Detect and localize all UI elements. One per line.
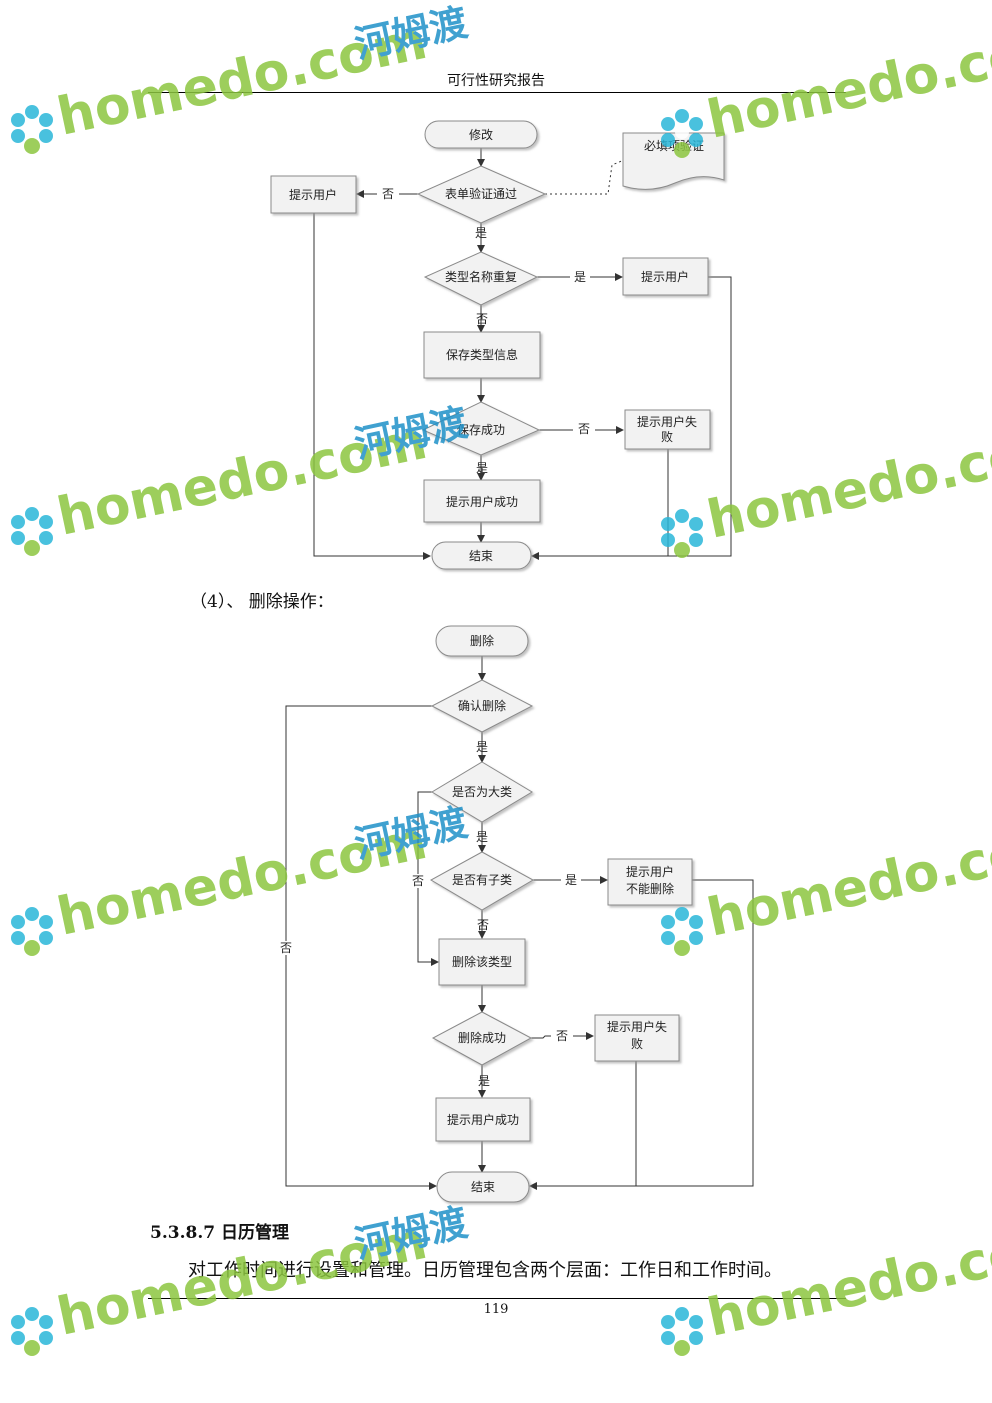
cannot-label-1: 提示用户 <box>626 864 674 879</box>
edge-yes-sub: 是 <box>565 873 577 887</box>
save-ok-label: 保存成功 <box>457 423 505 437</box>
delete-start-label: 删除 <box>470 633 494 648</box>
edge-no-3: 否 <box>578 422 590 436</box>
edge-no-2: 否 <box>476 312 488 326</box>
delete-success-box <box>435 1097 531 1142</box>
delete-end-terminal <box>436 1171 530 1203</box>
form-check-label: 表单验证通过 <box>445 186 517 201</box>
prompt-user-right-label: 提示用户 <box>641 269 689 284</box>
edge-yes-major: 是 <box>476 830 488 844</box>
start-terminal <box>424 120 538 149</box>
header-rule <box>148 92 846 93</box>
edge-yes-confirm: 是 <box>476 740 488 754</box>
success-box <box>423 479 541 523</box>
delete-start-terminal <box>435 625 529 657</box>
edge-yes-1: 是 <box>475 226 487 240</box>
has-sub-decision <box>429 851 535 911</box>
is-major-label: 是否为大类 <box>452 785 512 799</box>
delete-fail-box <box>594 1014 680 1062</box>
page-number: 119 <box>483 1302 509 1317</box>
save-ok-decision <box>421 401 541 456</box>
edge-no-major: 否 <box>412 874 424 888</box>
delete-type-label: 删除该类型 <box>452 954 512 969</box>
delete-fail-label-1: 提示用户失 <box>607 1019 667 1034</box>
delete-ok-decision <box>431 1011 533 1066</box>
name-duplicate-decision <box>423 251 539 306</box>
edge-yes-2: 是 <box>574 270 586 284</box>
delete-success-label: 提示用户成功 <box>447 1112 519 1127</box>
has-sub-label: 是否有子类 <box>452 873 512 887</box>
is-major-decision <box>431 761 533 823</box>
save-info-label: 保存类型信息 <box>446 347 518 362</box>
section-label: （4）、 删除操作： <box>190 592 334 612</box>
prompt-user-box <box>270 175 357 214</box>
edge-no-1: 否 <box>382 187 394 201</box>
cannot-label-2: 不能删除 <box>626 881 674 896</box>
edge-yes-delete: 是 <box>478 1074 490 1088</box>
body-paragraph: 对工作时间进行设置和管理。日历管理包含两个层面：工作日和工作时间。 <box>188 1260 782 1281</box>
page-header: 可行性研究报告 <box>447 73 545 89</box>
prompt-user-label: 提示用户 <box>289 187 337 202</box>
delete-fail-label-2: 败 <box>631 1036 643 1051</box>
delete-flowchart: 删除 确认删除 是否为大类 是否有子类 提示用户 不能删除 删除该类型 删除成功… <box>276 625 754 1203</box>
confirm-label: 确认删除 <box>458 698 506 713</box>
fail-box <box>624 409 711 450</box>
edge-no-confirm: 否 <box>280 941 292 955</box>
fail-label-1: 提示用户失 <box>637 414 697 429</box>
section-heading: 5.3.8.7 日历管理 <box>150 1223 289 1243</box>
delete-type-box <box>438 938 526 986</box>
footer-rule <box>148 1298 846 1299</box>
note-label: 必填项验证 <box>644 138 704 153</box>
prompt-user-right-box <box>622 257 709 296</box>
start-label: 修改 <box>469 127 493 142</box>
delete-end-label: 结束 <box>471 1180 495 1194</box>
delete-ok-label: 删除成功 <box>458 1030 506 1045</box>
edge-yes-3: 是 <box>476 461 488 475</box>
save-info-box <box>423 331 541 379</box>
name-dup-label: 类型名称重复 <box>445 269 517 284</box>
success-label: 提示用户成功 <box>446 494 518 509</box>
edge-no-sub: 否 <box>477 918 489 932</box>
edit-flowchart: 修改 表单验证通过 必填项验证 提示用户 类型名称重复 提示用户 保存类型信息 … <box>270 120 732 570</box>
fail-label-2: 败 <box>661 429 673 444</box>
end-terminal <box>431 541 532 570</box>
confirm-decision <box>430 679 534 733</box>
form-check-decision <box>416 165 547 224</box>
end-label: 结束 <box>469 549 493 563</box>
cannot-delete-box <box>607 858 693 906</box>
edge-no-delete: 否 <box>556 1029 568 1043</box>
